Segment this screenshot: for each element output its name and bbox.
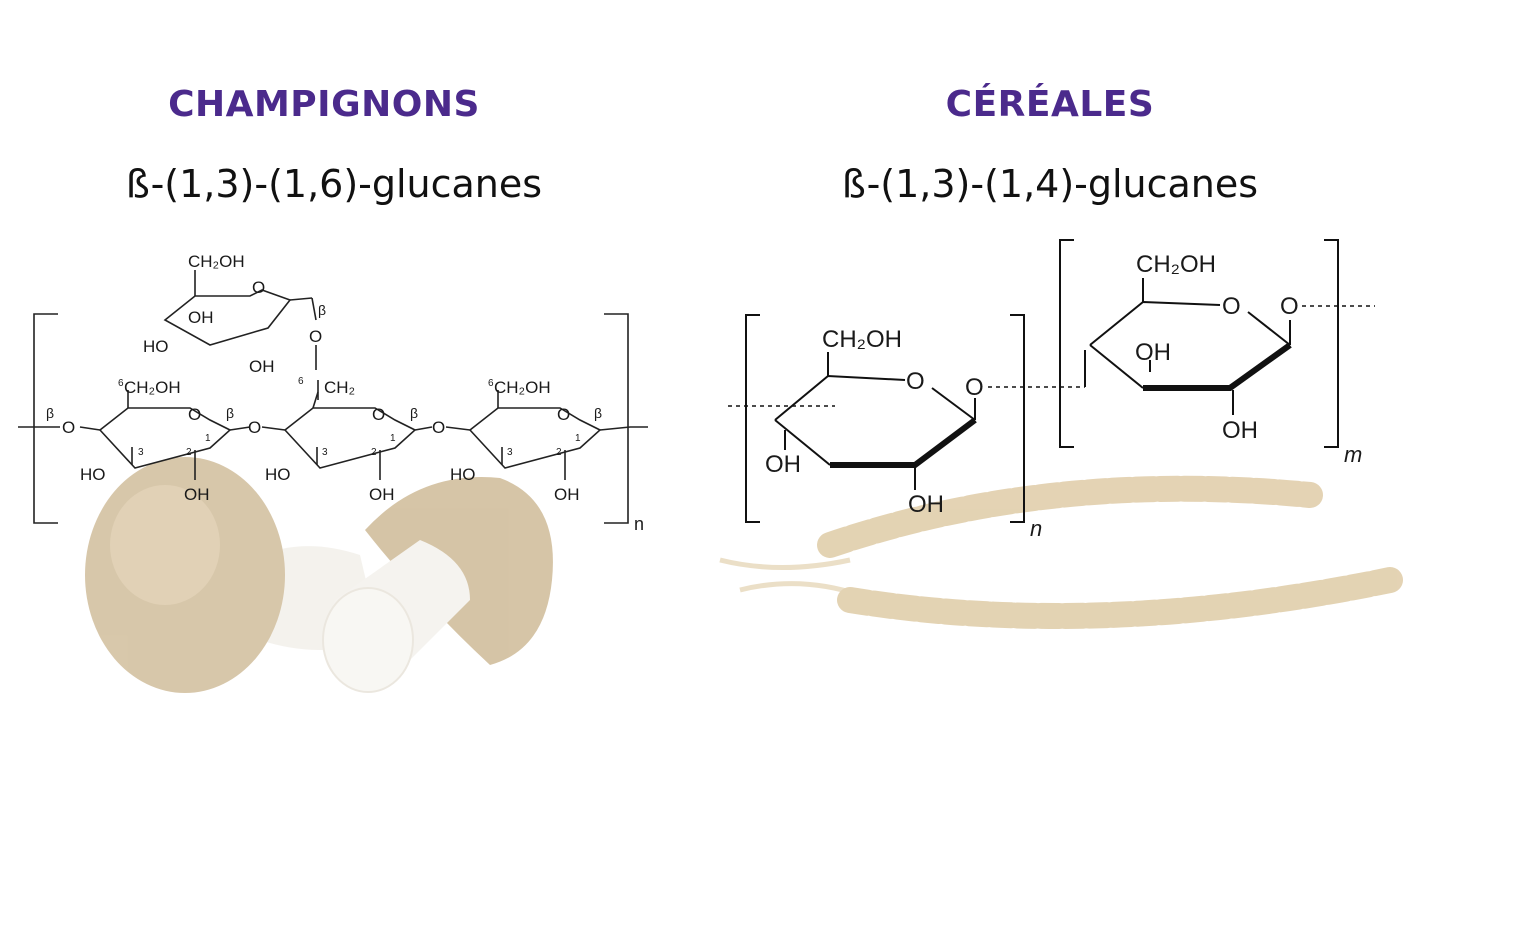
ch2oh-a: CH₂OH bbox=[124, 378, 181, 397]
ch2oh-c: CH₂OH bbox=[494, 378, 551, 397]
pos1-c: 1 bbox=[575, 433, 581, 444]
oh-c: OH bbox=[554, 485, 580, 504]
pos6-b: 6 bbox=[298, 376, 304, 387]
subscript-m: m bbox=[1344, 442, 1362, 467]
top-ring-o: O bbox=[252, 278, 265, 297]
pos2-a: 2 bbox=[186, 447, 192, 458]
pos2-c: 2 bbox=[556, 447, 562, 458]
ring-o-a: O bbox=[188, 405, 201, 424]
mushroom-glucan-labels: CH₂OH O OH HO OH β O 6 CH₂ 6 CH₂OH 6 CH₂… bbox=[46, 252, 644, 534]
beta-a: β bbox=[46, 405, 54, 421]
ho-b: HO bbox=[265, 465, 291, 484]
ring-o-r1: O bbox=[906, 368, 925, 395]
beta-d: β bbox=[594, 405, 602, 421]
cereal-glucan-label: ß-(1,3)-(1,4)-glucanes bbox=[841, 162, 1259, 206]
top-ch2oh-label: CH₂OH bbox=[188, 252, 245, 271]
wheat-icon bbox=[719, 475, 1403, 629]
link-o-r2: O bbox=[1280, 293, 1299, 320]
ch2oh-r2: CH₂OH bbox=[1136, 251, 1216, 278]
top-oh-label: OH bbox=[188, 308, 214, 327]
pos1-a: 1 bbox=[205, 433, 211, 444]
beta-c: β bbox=[410, 405, 418, 421]
link-o-a: O bbox=[62, 418, 75, 437]
mushrooms-title: CHAMPIGNONS bbox=[168, 84, 480, 125]
ho-a: HO bbox=[80, 465, 106, 484]
cereal-glucan-labels: CH₂OH O O OH OH n CH₂OH O O OH OH m bbox=[765, 251, 1362, 541]
mushroom-glucan-structure bbox=[18, 270, 648, 524]
mushroom-icon bbox=[85, 457, 553, 693]
mushroom-glucan-label: ß-(1,3)-(1,6)-glucanes bbox=[125, 162, 543, 206]
oh-b: OH bbox=[369, 485, 395, 504]
cereals-title: CÉRÉALES bbox=[945, 84, 1155, 125]
top-beta-label: β bbox=[318, 302, 326, 318]
oh-r2-b: OH bbox=[1222, 417, 1258, 444]
top-ho-label: HO bbox=[143, 337, 169, 356]
beta-b: β bbox=[226, 405, 234, 421]
subscript-n-right: n bbox=[1030, 516, 1042, 541]
top-oh-2-label: OH bbox=[249, 357, 275, 376]
pos6-a: 6 bbox=[118, 378, 124, 389]
link-o-r1: O bbox=[965, 374, 984, 401]
ring-o-r2: O bbox=[1222, 293, 1241, 320]
oh-a: OH bbox=[184, 485, 210, 504]
oh-r1-b: OH bbox=[908, 491, 944, 518]
subscript-n-left: n bbox=[634, 514, 644, 534]
ring-o-c: O bbox=[557, 405, 570, 424]
link-o-b: O bbox=[248, 418, 261, 437]
pos6-c: 6 bbox=[488, 378, 494, 389]
ring-o-b: O bbox=[372, 405, 385, 424]
pos3-c: 3 bbox=[507, 447, 513, 458]
pos3-b: 3 bbox=[322, 447, 328, 458]
link-o: O bbox=[309, 327, 322, 346]
ho-c: HO bbox=[450, 465, 476, 484]
ch2-label: CH₂ bbox=[324, 378, 355, 397]
pos3-a: 3 bbox=[138, 447, 144, 458]
cereal-glucan-structure bbox=[728, 239, 1375, 523]
pos1-b: 1 bbox=[390, 433, 396, 444]
link-o-c: O bbox=[432, 418, 445, 437]
oh-r2-a: OH bbox=[1135, 339, 1171, 366]
pos2-b: 2 bbox=[371, 447, 377, 458]
oh-r1-a: OH bbox=[765, 451, 801, 478]
ch2oh-r1: CH₂OH bbox=[822, 326, 902, 353]
